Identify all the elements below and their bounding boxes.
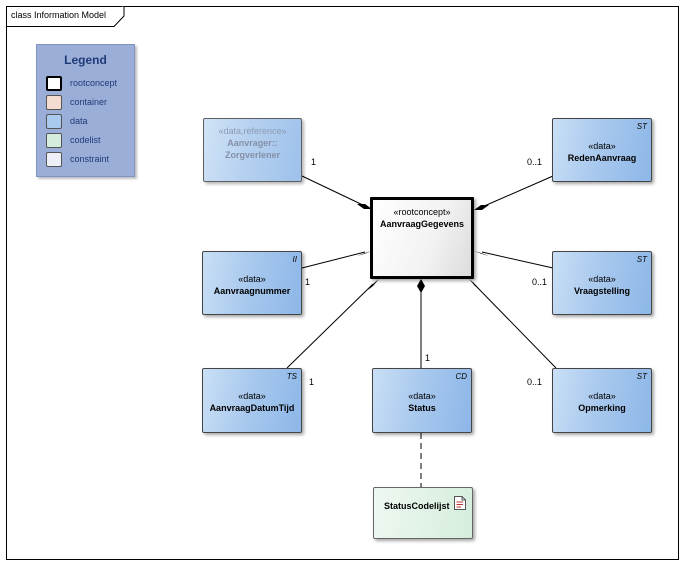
composition-diamond-reden	[474, 205, 489, 210]
class-name: AanvraagDatumTijd	[209, 403, 295, 413]
legend-label: constraint	[70, 154, 110, 164]
datatype-tag: II	[292, 255, 297, 264]
stereotype-label: «data»	[238, 274, 266, 284]
composition-diamond-zorgverlener	[357, 204, 372, 209]
title-tab-shape	[6, 6, 125, 27]
legend-item-constraint: constraint	[46, 152, 134, 168]
stereotype-label: «data,reference»	[218, 126, 287, 136]
multiplicity-status: 1	[425, 353, 431, 363]
legend-item-rootconcept: rootconcept	[46, 76, 134, 92]
multiplicity-nummer: 1	[305, 277, 311, 287]
stereotype-label: «data»	[588, 274, 616, 284]
connector-vraagstelling	[481, 251, 554, 269]
class-vraagstelling[interactable]: ST «data» Vraagstelling	[552, 251, 652, 315]
stereotype-label: «data»	[588, 391, 616, 401]
legend-item-container: container	[46, 95, 134, 111]
multiplicity-reden: 0..1	[527, 157, 543, 167]
legend-item-codelist: codelist	[46, 133, 134, 149]
class-zorgverlener[interactable]: «data,reference» Aanvrager:: Zorgverlene…	[203, 118, 302, 182]
legend-title: Legend	[64, 53, 107, 67]
class-name: AanvraagGegevens	[379, 219, 465, 229]
composition-diamond-nummer	[357, 251, 372, 256]
legend-swatch-rootconcept	[46, 76, 62, 91]
class-redenaanvraag[interactable]: ST «data» RedenAanvraag	[552, 118, 652, 182]
datatype-tag: CD	[455, 372, 467, 381]
connector-nummer	[301, 251, 366, 269]
document-icon	[454, 496, 466, 510]
datatype-tag: TS	[286, 372, 297, 381]
datatype-tag: ST	[636, 122, 647, 131]
legend-swatch-container	[46, 95, 62, 110]
stereotype-label: «rootconcept»	[393, 207, 451, 217]
legend-label: rootconcept	[70, 78, 118, 88]
legend-label: data	[70, 116, 88, 126]
multiplicity-zorgverlener: 1	[311, 157, 317, 167]
connector-zorgverlener	[301, 175, 366, 207]
legend-swatch-constraint	[46, 152, 62, 167]
composition-diamond-status	[417, 279, 425, 293]
composition-diamond-opmerking	[469, 279, 480, 290]
class-aanvraaggegevens[interactable]: «rootconcept» AanvraagGegevens	[370, 197, 474, 279]
legend-item-data: data	[46, 114, 134, 130]
class-name-line2: Zorgverlener	[224, 150, 281, 160]
class-aanvraagdatumtijd[interactable]: TS «data» AanvraagDatumTijd	[202, 368, 302, 433]
multiplicity-datumtijd: 1	[309, 377, 315, 387]
composition-diamond-datumtijd	[368, 279, 379, 290]
multiplicity-opmerking: 0..1	[527, 377, 543, 387]
stereotype-label: «data»	[588, 141, 616, 151]
class-statuscodelijst[interactable]: StatusCodelijst	[373, 487, 473, 539]
composition-diamond-vraagstelling	[474, 251, 489, 256]
class-opmerking[interactable]: ST «data» Opmerking	[552, 368, 652, 433]
multiplicity-vraagstelling: 0..1	[532, 277, 548, 287]
legend-label: container	[70, 97, 108, 107]
class-name: Aanvraagnummer	[213, 286, 291, 296]
class-name: Status	[408, 403, 436, 413]
connector-datumtijd	[286, 283, 374, 369]
stereotype-label: «data»	[408, 391, 436, 401]
legend-label: codelist	[70, 135, 101, 145]
datatype-tag: ST	[636, 372, 647, 381]
class-status[interactable]: CD «data» Status	[372, 368, 472, 433]
connector-opmerking	[473, 283, 557, 369]
class-name: Opmerking	[578, 403, 626, 413]
class-name-line1: Aanvrager::	[227, 138, 278, 148]
class-name: Vraagstelling	[573, 286, 631, 296]
legend-swatch-data	[46, 114, 62, 129]
legend-swatch-codelist	[46, 133, 62, 148]
legend-panel: Legend rootconcept container data codeli…	[36, 44, 135, 177]
class-name: RedenAanvraag	[567, 153, 637, 163]
class-aanvraagnummer[interactable]: II «data» Aanvraagnummer	[202, 251, 302, 315]
stereotype-label: «data»	[238, 391, 266, 401]
connector-reden	[481, 175, 554, 208]
diagram-title: class Information Model	[11, 10, 107, 20]
class-name: StatusCodelijst	[384, 501, 450, 511]
datatype-tag: ST	[636, 255, 647, 264]
